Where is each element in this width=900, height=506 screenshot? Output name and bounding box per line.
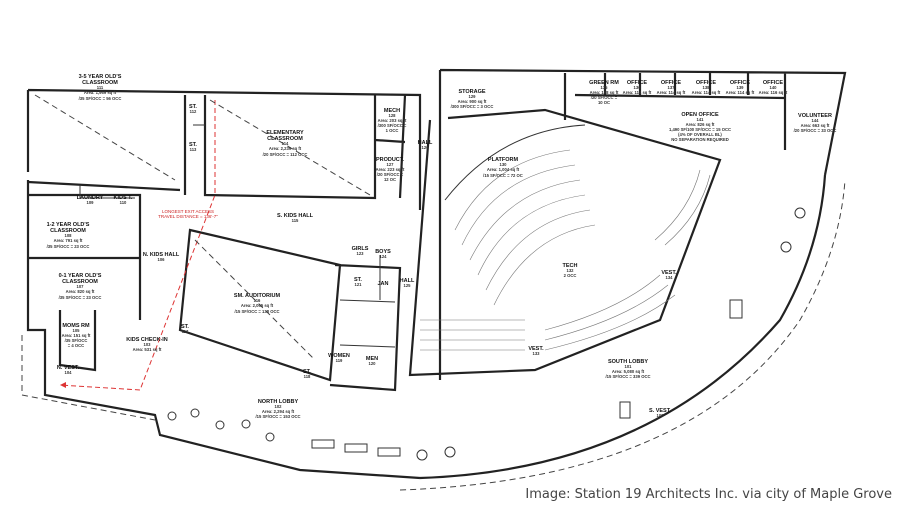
canopy-dashed-outline xyxy=(21,179,846,491)
svg-text:ST.113: ST.113 xyxy=(189,142,197,152)
diagonal-dimension xyxy=(34,94,371,361)
svg-text:KIDS T.110: KIDS T.110 xyxy=(114,195,133,205)
exit-travel-path xyxy=(59,100,216,391)
worship-seating xyxy=(420,149,711,351)
west-wing-walls xyxy=(26,88,422,480)
svg-text:ST.121: ST.121 xyxy=(354,277,362,287)
lobby-arc-wall xyxy=(419,174,827,480)
exit-arrow-icon xyxy=(60,382,66,388)
svg-text:VEST.133: VEST.133 xyxy=(528,346,544,356)
platform-edge xyxy=(444,124,586,201)
east-wing-walls xyxy=(408,68,847,380)
svg-text:ST.117: ST.117 xyxy=(181,324,189,334)
svg-text:ST.112: ST.112 xyxy=(189,104,197,114)
interior-walls xyxy=(79,124,396,348)
svg-text:N. VEST.104: N. VEST.104 xyxy=(57,365,80,375)
svg-text:ST.118: ST.118 xyxy=(303,369,311,379)
classroom-walls xyxy=(27,94,407,392)
image-credit: Image: Station 19 Architects Inc. via ci… xyxy=(525,487,892,502)
svg-text:S. VEST.100: S. VEST.100 xyxy=(649,408,671,418)
svg-text:JAN: JAN xyxy=(377,281,388,287)
lobby-furniture xyxy=(167,207,806,461)
svg-text:VEST.134: VEST.134 xyxy=(661,270,677,280)
